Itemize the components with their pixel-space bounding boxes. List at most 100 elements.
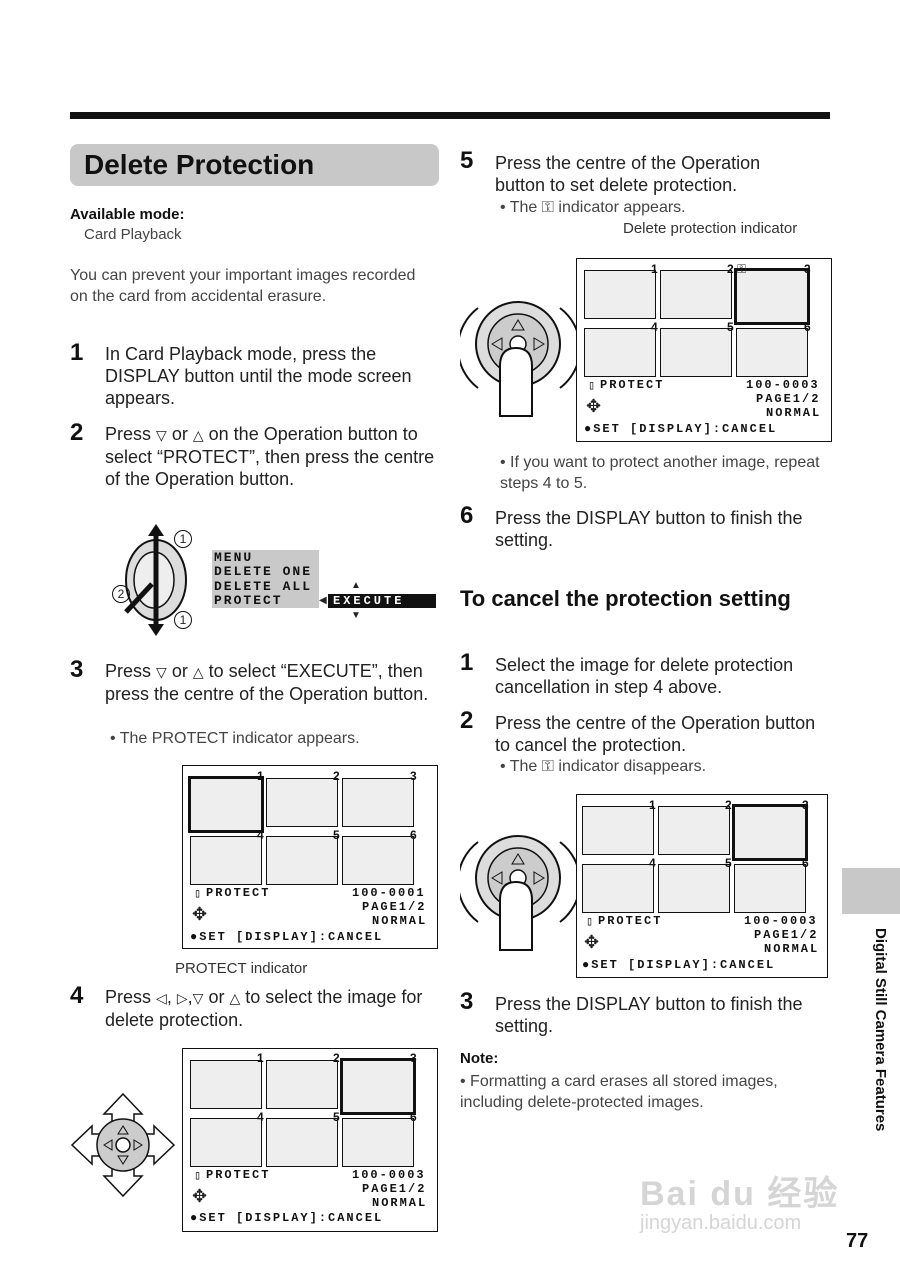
up-arrow-icon: ▲ [351,580,361,591]
menu-item: DELETE ALL [214,579,313,594]
page-indicator: PAGE1/2 [756,392,821,406]
or-text: or [208,987,225,1007]
bullet-text: indicator disappears. [558,758,707,775]
step-bullet: • The ⚿ indicator appears. [500,197,686,218]
thumbnail [658,864,730,913]
thumb-number: 4 [257,828,264,842]
left-arrow-icon: ◀ [319,595,327,606]
card-icon: ▯ [194,1169,204,1183]
thumbnail [734,864,806,913]
file-number: 100-0001 [352,886,426,900]
step-text: Select the image for delete protection c… [495,655,794,697]
thumb-number: 5 [727,320,734,334]
four-way-dial-icon [70,1092,176,1198]
file-number: 100-0003 [744,914,818,928]
thumb-number: 6 [804,320,811,334]
step-text-part: to select the image for delete protectio… [105,987,423,1030]
screen-footer: ●SET [DISPLAY]:CANCEL [584,422,778,436]
thumb-number: 1 [257,769,264,783]
thumb-number: 6 [802,856,809,870]
footer-text: SET [DISPLAY]:CANCEL [593,422,778,436]
protect-indicator: PROTECT [206,886,271,900]
thumbnail [660,328,732,377]
thumbnail [190,1118,262,1167]
step-text-part: Press [105,661,152,681]
thumb-number: 4 [649,856,656,870]
thumbnail [266,836,338,885]
thumb-number: 2 [333,769,340,783]
footer-text: SET [DISPLAY]:CANCEL [591,958,776,972]
thumbnail [584,270,656,319]
thumb-number: 2 [333,1051,340,1065]
protect-indicator: PROTECT [600,378,665,392]
card-icon: ▯ [194,887,204,901]
step-number: 1 [70,339,84,366]
thumb-number: 5 [725,856,732,870]
step-number: 2 [460,707,474,734]
bullet-text: • The [500,199,538,216]
thumb-number: 6 [410,828,417,842]
step-text-part: to select “EXECUTE”, then press the cent… [105,661,429,704]
operation-button-press-icon [460,835,576,951]
card-icon: ▯ [588,379,598,393]
step-text: In Card Playback mode, press the DISPLAY… [105,344,412,408]
thumbnail [266,1118,338,1167]
key-icon: ⚿ [737,262,747,276]
step-number: 6 [460,502,474,529]
step-number: 4 [70,982,84,1009]
step-bullet: • The ⚿ indicator disappears. [500,756,706,777]
step-number: 2 [70,419,84,446]
thumb-number: 3 [802,798,809,812]
page-title: Delete Protection [84,149,315,180]
note-text: • Formatting a card erases all stored im… [460,1073,778,1111]
thumbnail [736,328,808,377]
key-icon: ⚿ [541,199,554,216]
bullet-text: indicator appears. [558,199,686,216]
dpad-icon: ✥ [586,396,602,416]
bullet-text: • The [500,758,538,775]
step-text-part: Press [105,424,152,444]
callout-1: 1 [174,530,192,548]
page-indicator: PAGE1/2 [362,1182,427,1196]
footer-text: SET [DISPLAY]:CANCEL [199,930,384,944]
top-rule [70,112,830,119]
protect-caption: PROTECT indicator [175,960,308,977]
thumbnail [660,270,732,319]
right-triangle-icon: ▷ [176,990,188,1006]
down-triangle-icon: ▽ [156,664,167,680]
thumb-number: 3 [410,1051,417,1065]
operation-button-press-icon [460,301,576,417]
footer-text: SET [DISPLAY]:CANCEL [199,1211,384,1225]
note-label: Note: [460,1050,499,1067]
screen-footer: ●SET [DISPLAY]:CANCEL [582,958,776,972]
step-text: Press ◁, ▷,▽ or △ to select the image fo… [105,986,435,1031]
thumb-number: 3 [410,769,417,783]
thumbnail [190,1060,262,1109]
step-text: Press the DISPLAY button to finish the s… [495,994,803,1036]
screen-footer: ●SET [DISPLAY]:CANCEL [190,1211,384,1225]
dpad-icon: ✥ [192,1186,208,1206]
thumbnail [582,806,654,855]
thumb-number: 2 [727,262,734,276]
intro-text: You can prevent your important images re… [70,267,416,305]
thumbnail [266,778,338,827]
thumbnail [188,776,264,833]
thumbnail [342,778,414,827]
thumbnail [342,1118,414,1167]
mode-value: Card Playback [84,226,182,243]
thumb-number: 1 [649,798,656,812]
thumbnail [734,268,810,325]
thumb-number: 3 [804,262,811,276]
file-number: 100-0003 [746,378,820,392]
cancel-heading: To cancel the protection setting [460,586,791,611]
heading-box [70,144,439,186]
thumbnail [582,864,654,913]
key-icon: ⚿ [541,758,554,775]
thumb-number: 6 [410,1110,417,1124]
watermark: Bai du 经验 [640,1175,840,1213]
step-bullet: • If you want to protect another image, … [500,454,820,492]
step-text: Press ▽ or △ to select “EXECUTE”, then p… [105,660,450,705]
step-number: 3 [70,656,84,683]
separator: , [187,987,193,1007]
step-text-part: on the Operation button to select “PROTE… [105,424,435,489]
